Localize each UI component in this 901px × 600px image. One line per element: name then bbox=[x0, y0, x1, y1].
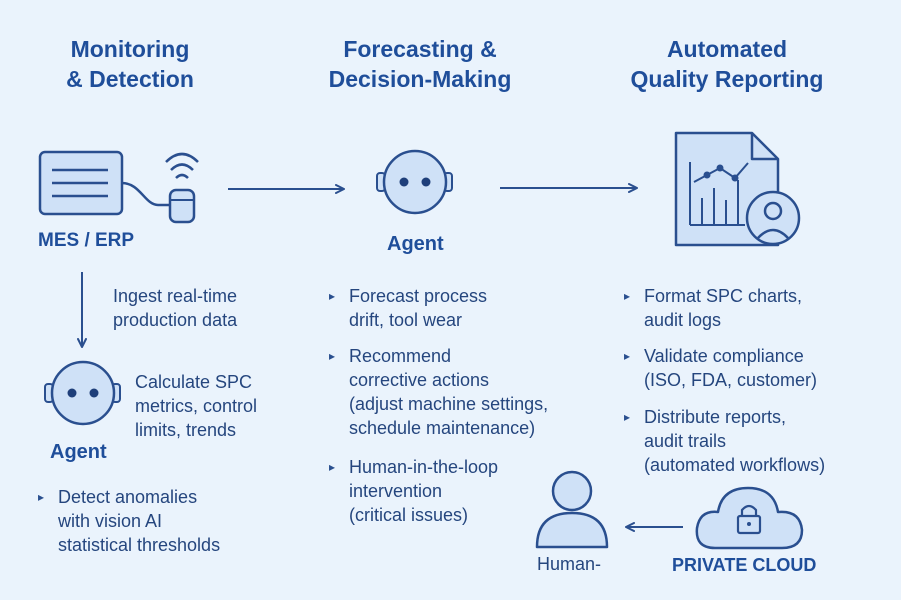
forecasting-bullet-recommend: Recommend corrective actions (adjust mac… bbox=[329, 344, 548, 440]
forecasting-bullet-forecast: Forecast process drift, tool wear bbox=[329, 284, 487, 332]
monitoring-bullet-detect: Detect anomalies with vision AI statisti… bbox=[38, 485, 220, 557]
calculate-description: Calculate SPC metrics, control limits, t… bbox=[135, 372, 258, 440]
agent-center-label: Agent bbox=[387, 233, 444, 255]
quality-report-icon bbox=[674, 131, 801, 247]
human-label: Human- bbox=[537, 554, 602, 574]
ingest-description: Ingest real-time production data bbox=[113, 286, 238, 330]
mes-erp-screen-icon bbox=[38, 150, 124, 216]
reporting-bullet-validate: Validate compliance (ISO, FDA, customer) bbox=[624, 344, 817, 392]
mes-erp-label: MES / ERP bbox=[38, 230, 135, 251]
human-icon bbox=[535, 470, 609, 549]
cable-line bbox=[121, 181, 170, 207]
private-cloud-icon bbox=[695, 486, 804, 550]
wireless-sensor-icon bbox=[165, 152, 199, 224]
forecasting-column-title: Forecasting & Decision-Making bbox=[328, 36, 512, 92]
agent-left-icon bbox=[44, 360, 121, 426]
forecasting-bullet-human-loop: Human-in-the-loop intervention (critical… bbox=[329, 455, 498, 527]
agent-left-label: Agent bbox=[50, 441, 107, 463]
reporting-bullet-format: Format SPC charts, audit logs bbox=[624, 284, 802, 332]
agent-center-icon bbox=[376, 149, 453, 215]
reporting-bullet-distribute: Distribute reports, audit trails (automa… bbox=[624, 405, 825, 477]
monitoring-column-title: Monitoring & Detection bbox=[66, 36, 194, 92]
private-cloud-label: PRIVATE CLOUD bbox=[672, 555, 817, 575]
reporting-column-title: Automated Quality Reporting bbox=[630, 36, 824, 92]
